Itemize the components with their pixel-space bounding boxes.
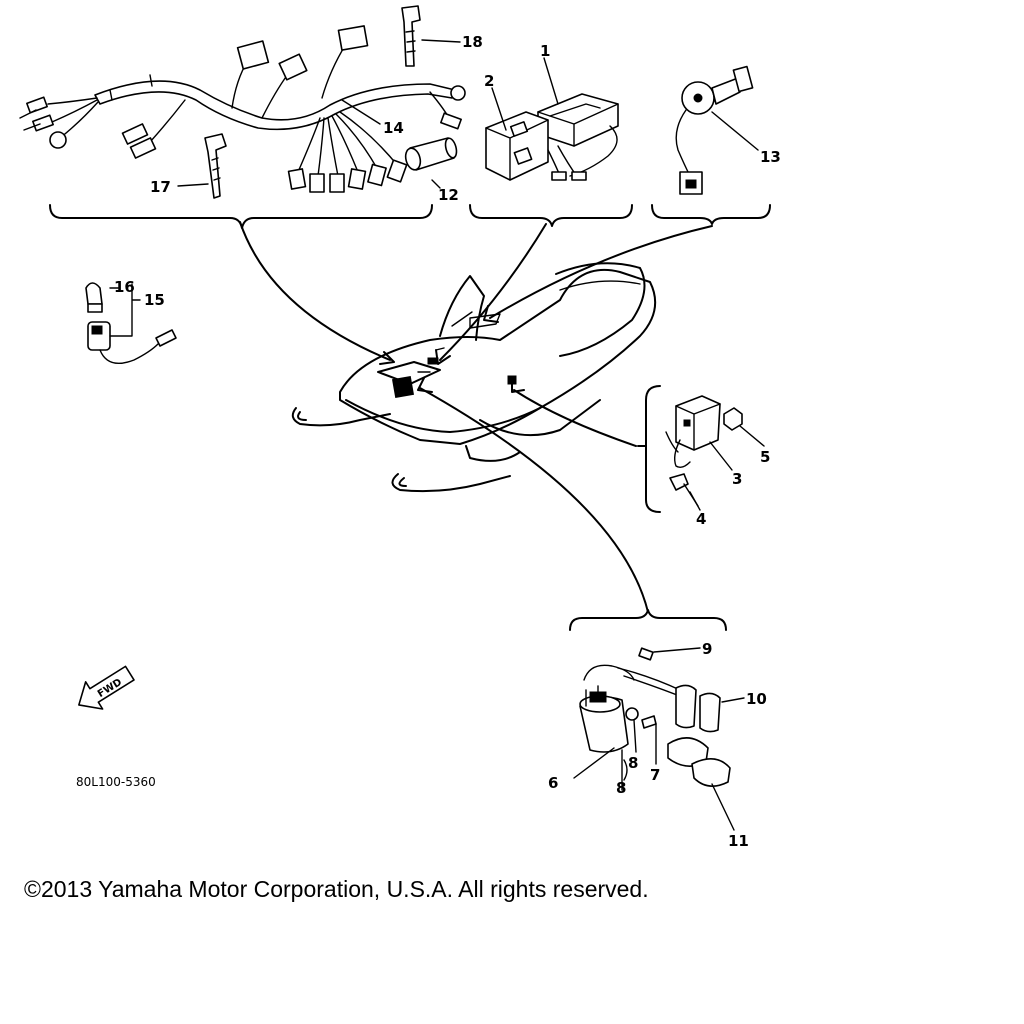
forward-arrow-icon: FWD [78,665,135,710]
cable-tie [204,133,227,199]
callout-9: 9 [702,640,712,658]
callout-16: 16 [114,278,135,296]
drawing-code: 80L100-5360 [76,775,156,789]
callout-3: 3 [732,470,742,488]
plug-cap [404,137,458,171]
callout-6: 6 [548,774,558,792]
group-bracket [569,609,727,631]
regulator-group: 5 3 4 [637,385,770,528]
callout-8: 8 [616,779,626,797]
callout-5: 5 [760,448,770,466]
callout-18: 18 [462,33,483,51]
callout-8: 8 [628,754,638,772]
parts-diagram: 18 14 17 12 1 2 13 [19,5,781,850]
connector-block [287,159,408,193]
main-switch-group: 13 [675,65,781,195]
snowmobile-illustration [291,262,657,493]
cdi-unit-group: 1 2 [484,42,619,181]
callout-7: 7 [650,766,660,784]
ignition-coil-group: 9 10 8 7 6 8 11 [548,640,767,850]
group-bracket [651,204,771,225]
group-bracket [469,204,633,227]
callout-2: 2 [484,72,494,90]
callout-4: 4 [696,510,706,528]
callout-13: 13 [760,148,781,166]
callout-15: 15 [144,291,165,309]
callout-12: 12 [438,186,459,204]
wire-harness-group: 18 14 17 12 [19,5,483,204]
cable-tie [401,5,421,67]
copyright-notice: ©2013 Yamaha Motor Corporation, U.S.A. A… [24,876,649,902]
pointer-lines [239,221,713,613]
callout-1: 1 [540,42,550,60]
callout-11: 11 [728,832,749,850]
callout-10: 10 [746,690,767,708]
callout-17: 17 [150,178,171,196]
callout-14: 14 [383,119,404,137]
bulb-socket-group: 16 15 [85,278,177,364]
